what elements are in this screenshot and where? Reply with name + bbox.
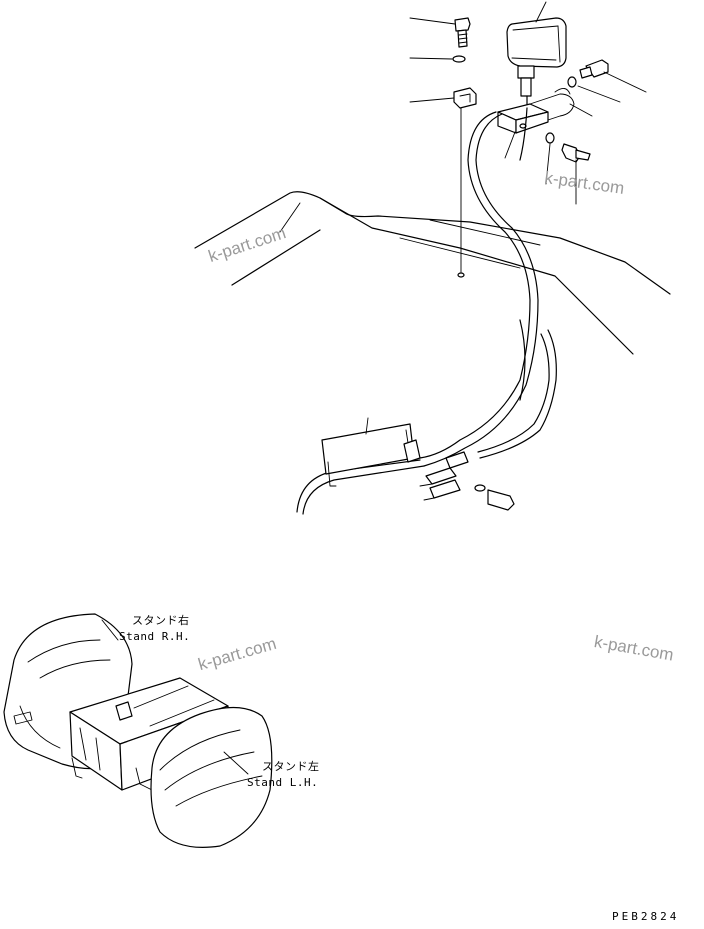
- stand-inset: [3, 613, 273, 848]
- leader-stand-lh: [223, 751, 249, 775]
- leader-lines: [365, 1, 647, 435]
- bolt-upper-right: [567, 59, 609, 88]
- stand-lh-shape: [150, 706, 273, 848]
- drawing-code: PEB2824: [612, 910, 680, 923]
- harness-connector-plate: [321, 423, 421, 487]
- work-lamp: [506, 17, 567, 109]
- stand-lh-label-jp: スタンド左: [262, 760, 320, 773]
- washer-upper-left: [452, 55, 466, 63]
- fender-outline: [194, 191, 671, 355]
- bolt-upper-left: [454, 17, 471, 48]
- stand-rh-label-en: Stand R.H.: [119, 630, 191, 643]
- stand-rh-label-jp: スタンド右: [132, 614, 190, 627]
- cable-clamp: [453, 87, 477, 109]
- leader-stand-rh: [101, 619, 119, 641]
- bolt-lower-right: [545, 132, 591, 163]
- upper-assembly: [194, 1, 671, 515]
- wire-harness: [296, 107, 557, 515]
- harness-connectors: [419, 451, 515, 511]
- lamp-bracket: [497, 88, 575, 134]
- stand-lh-label-en: Stand L.H.: [247, 776, 319, 789]
